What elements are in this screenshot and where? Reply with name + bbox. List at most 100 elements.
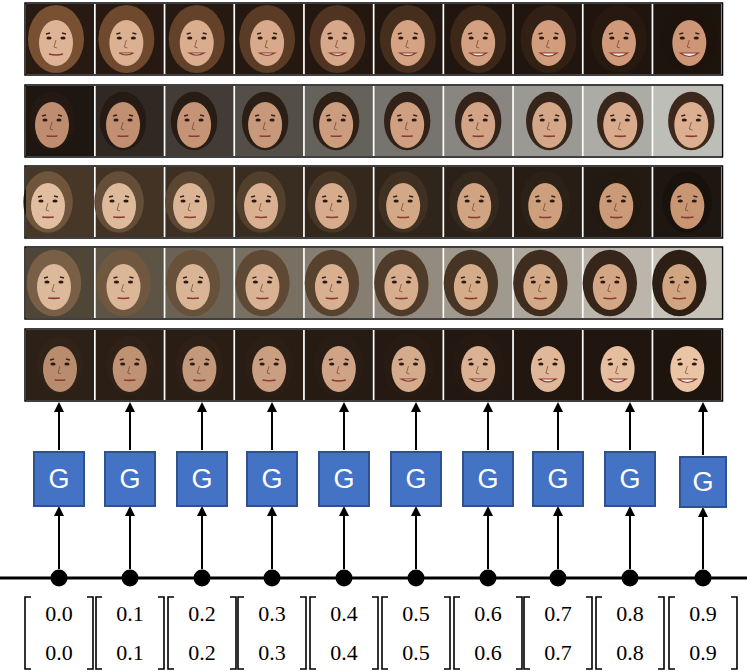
input-arrow bbox=[343, 508, 345, 569]
vector-entry: 0.5 bbox=[384, 603, 448, 625]
face-image bbox=[165, 330, 233, 400]
face-image bbox=[375, 4, 443, 74]
face-image bbox=[235, 86, 303, 156]
vector-bracket bbox=[382, 597, 388, 669]
vector-entry: 0.1 bbox=[98, 642, 162, 664]
face-image bbox=[165, 4, 233, 74]
generator-box: G bbox=[246, 451, 298, 507]
face-image bbox=[514, 86, 582, 156]
input-arrow bbox=[629, 508, 631, 569]
face-image bbox=[652, 248, 721, 318]
face-image bbox=[165, 248, 233, 318]
vector-entry: 0.0 bbox=[27, 642, 91, 664]
generator-box: G bbox=[104, 451, 156, 507]
face-image bbox=[305, 248, 373, 318]
face-image bbox=[444, 248, 513, 318]
face-image bbox=[305, 86, 373, 156]
generator-label: G bbox=[405, 466, 426, 493]
generator-box: G bbox=[532, 451, 584, 507]
strip-border bbox=[25, 329, 723, 401]
sample-dot bbox=[480, 570, 497, 587]
vector-bracket bbox=[168, 597, 174, 669]
face-image bbox=[375, 86, 443, 156]
vector-bracket bbox=[731, 597, 737, 669]
sample-dot bbox=[550, 570, 567, 587]
face-image bbox=[444, 4, 512, 74]
vector-entry: 0.8 bbox=[598, 603, 662, 625]
face-image bbox=[514, 330, 582, 400]
face-image bbox=[165, 86, 233, 156]
face-image bbox=[165, 167, 233, 237]
face-image bbox=[374, 248, 442, 318]
vector-bracket bbox=[96, 597, 102, 669]
output-arrow bbox=[271, 404, 273, 450]
face-image bbox=[653, 4, 721, 74]
output-arrow bbox=[343, 404, 345, 450]
face-image bbox=[584, 4, 652, 74]
generator-label: G bbox=[48, 466, 69, 493]
vector-bracket bbox=[238, 597, 244, 669]
generator-box: G bbox=[679, 456, 727, 508]
strip-border bbox=[25, 3, 723, 75]
face-image bbox=[444, 167, 512, 237]
face-image bbox=[235, 330, 303, 400]
sample-dot bbox=[408, 570, 425, 587]
vector-entry: 0.1 bbox=[98, 603, 162, 625]
output-arrow bbox=[487, 404, 489, 450]
face-image bbox=[305, 167, 373, 237]
vector-bracket bbox=[658, 597, 664, 669]
vector-entry: 0.4 bbox=[312, 603, 376, 625]
vector-entry: 0.4 bbox=[312, 642, 376, 664]
generator-box: G bbox=[33, 451, 85, 507]
face-image bbox=[583, 248, 652, 318]
generator-label: G bbox=[692, 469, 713, 496]
input-arrow bbox=[129, 508, 131, 569]
vector-entry: 0.8 bbox=[598, 642, 662, 664]
generator-label: G bbox=[191, 466, 212, 493]
generator-label: G bbox=[619, 466, 640, 493]
generator-box: G bbox=[462, 451, 514, 507]
vector-entry: 0.3 bbox=[240, 642, 304, 664]
face-image bbox=[96, 330, 164, 400]
face-image bbox=[653, 167, 721, 237]
sample-dot bbox=[194, 570, 211, 587]
face-image bbox=[584, 330, 652, 400]
vector-entry: 0.2 bbox=[170, 603, 234, 625]
vector-entry: 0.7 bbox=[526, 642, 590, 664]
vector-entry: 0.7 bbox=[526, 603, 590, 625]
face-image bbox=[26, 86, 94, 156]
strip-border bbox=[25, 166, 723, 238]
vector-bracket bbox=[230, 597, 236, 669]
vector-bracket bbox=[25, 597, 31, 669]
input-arrow bbox=[702, 509, 704, 569]
output-arrow bbox=[58, 404, 60, 450]
face-image bbox=[96, 248, 164, 318]
generator-label: G bbox=[119, 466, 140, 493]
face-image bbox=[96, 4, 164, 74]
input-arrow bbox=[557, 508, 559, 569]
input-arrow bbox=[201, 508, 203, 569]
face-image bbox=[584, 167, 652, 237]
face-image bbox=[26, 248, 94, 318]
vector-bracket bbox=[669, 597, 675, 669]
generator-label: G bbox=[261, 466, 282, 493]
vector-entry: 0.6 bbox=[456, 603, 520, 625]
generator-box: G bbox=[390, 451, 442, 507]
face-image bbox=[375, 330, 443, 400]
face-image bbox=[26, 330, 94, 400]
face-image bbox=[23, 167, 94, 237]
vector-entry: 0.6 bbox=[456, 642, 520, 664]
face-image bbox=[444, 86, 512, 156]
vector-entry: 0.9 bbox=[671, 642, 735, 664]
sample-dot bbox=[264, 570, 281, 587]
vector-entry: 0.0 bbox=[27, 603, 91, 625]
face-image bbox=[584, 86, 652, 156]
vector-bracket bbox=[300, 597, 306, 669]
input-arrow bbox=[58, 508, 60, 569]
sample-dot bbox=[695, 570, 712, 587]
input-arrow bbox=[271, 508, 273, 569]
face-image bbox=[305, 330, 373, 400]
generator-label: G bbox=[477, 466, 498, 493]
